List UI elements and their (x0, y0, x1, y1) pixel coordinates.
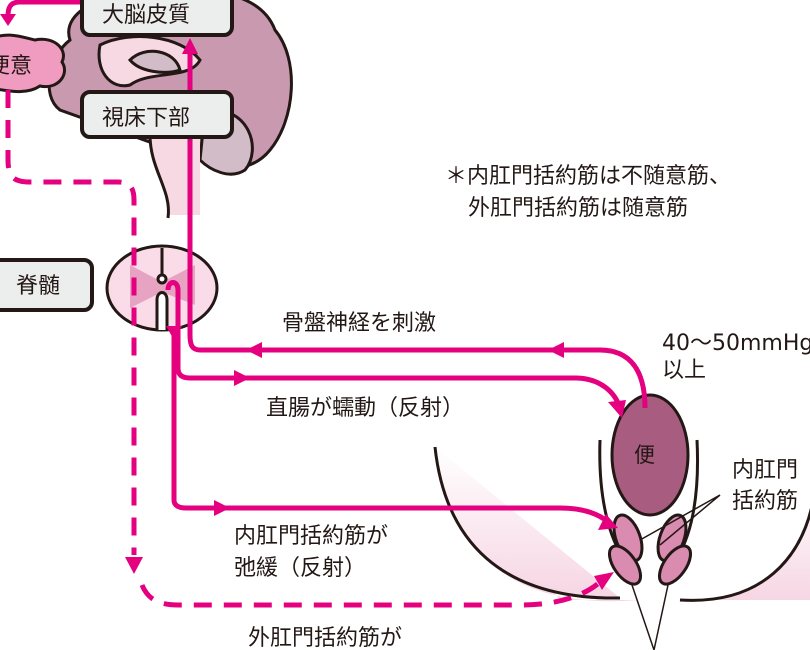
arrowhead-left (246, 342, 262, 358)
arrowhead-left (548, 342, 564, 358)
external-sphincter-label: 外肛門括約筋が (248, 626, 402, 650)
arrowhead-down (0, 14, 16, 26)
spinal-cord-box: 脊髄 (0, 258, 94, 312)
spinal-cord-section (105, 244, 219, 332)
pelvic-nerve-line (187, 50, 648, 409)
arrowhead-right (234, 370, 250, 386)
sphincter-label-2: 括約筋 (732, 489, 798, 514)
arrowhead-down (125, 557, 143, 574)
arrowhead-right (214, 500, 230, 516)
pressure-label-2: 以上 (662, 358, 706, 383)
note-line-2: 外肛門括約筋は随意筋 (468, 196, 688, 221)
peristalsis-label: 直腸が蠕動（反射） (266, 396, 464, 421)
feces-label: 便 (634, 443, 655, 467)
cerebral-cortex-box: 大脳皮質 (80, 0, 234, 37)
internal-relax-label-2: 弛緩（反射） (234, 556, 366, 581)
note-line-1: ＊内肛門括約筋は不随意筋、 (445, 164, 731, 189)
voluntary-dashed-line (5, 90, 137, 555)
arrowhead-external (594, 572, 614, 590)
arrowhead-rectum (608, 400, 626, 418)
pressure-label: 40〜50mmHg (662, 331, 810, 356)
urge-cloud: 便意 (0, 33, 66, 94)
sphincter-label-1: 内肛門 (732, 458, 798, 483)
pathways (0, 0, 648, 608)
urge-label: 便意 (0, 54, 32, 79)
arrowhead-sphincter (598, 514, 618, 530)
arrowhead-up (182, 38, 198, 54)
cerebral-cortex-label: 大脳皮質 (102, 3, 190, 28)
peristalsis-line (165, 280, 623, 409)
arrowhead-down (166, 326, 182, 340)
internal-sphincter-line (171, 330, 610, 524)
spinal-cord-label: 脊髄 (16, 274, 60, 299)
pelvis-illustration: 便 (433, 393, 810, 650)
external-sphincter-dashed-line (139, 580, 602, 608)
hypothalamus-box: 視床下部 (80, 90, 234, 139)
pelvic-nerve-label: 骨盤神経を刺激 (282, 311, 436, 336)
internal-relax-label-1: 内肛門括約筋が (234, 524, 388, 549)
cortex-to-urge-line (5, 0, 232, 17)
hypothalamus-label: 視床下部 (102, 106, 190, 131)
